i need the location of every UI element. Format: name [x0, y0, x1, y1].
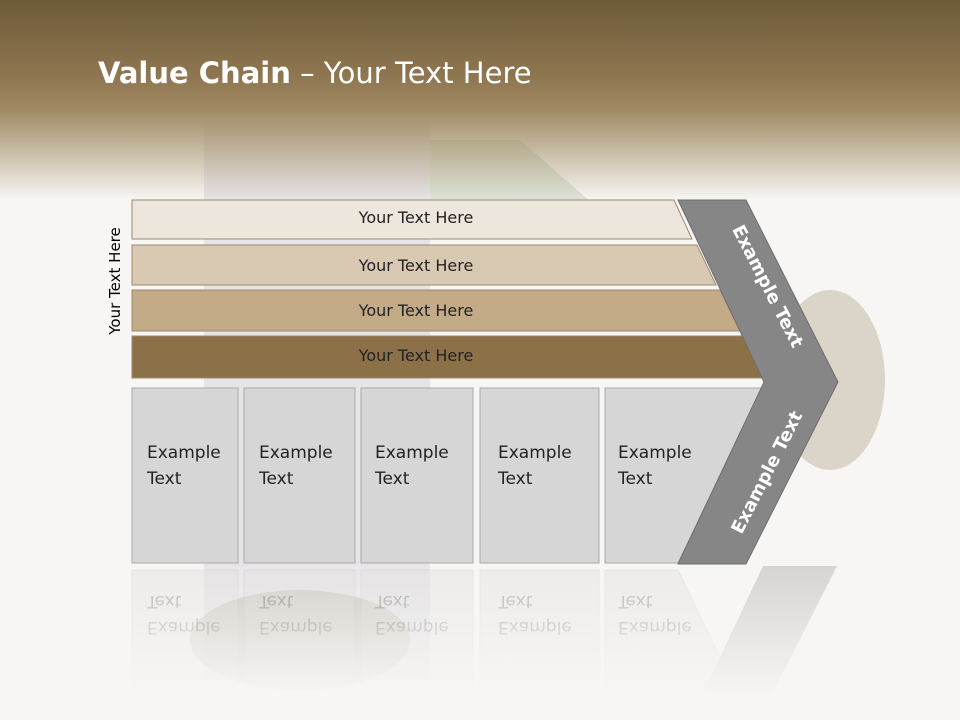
row-label-1: Your Text Here: [358, 208, 474, 227]
chevron-arrow: [677, 199, 839, 565]
row-label-4: Your Text Here: [358, 346, 474, 365]
column-box-2: [243, 387, 356, 564]
page-title: Value Chain – Your Text Here: [98, 56, 532, 90]
reflection-fade: [0, 566, 960, 720]
column-box-4: [479, 387, 600, 564]
column-box-3: [360, 387, 474, 564]
row-label-3: Your Text Here: [358, 301, 474, 320]
row-bar-2: [131, 244, 717, 286]
row-bar-1: [131, 199, 693, 240]
column-box-1: [131, 387, 239, 564]
row-label-2: Your Text Here: [358, 256, 474, 275]
header-band: [0, 0, 960, 200]
